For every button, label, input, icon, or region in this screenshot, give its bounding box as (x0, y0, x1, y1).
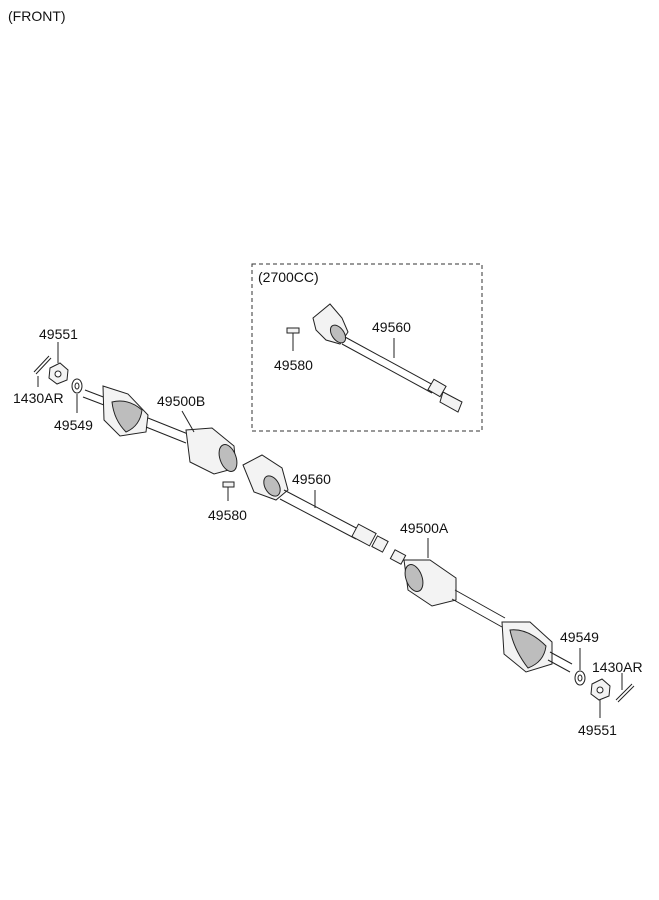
right-split-pin-1430AR[interactable] (615, 673, 635, 703)
main-bolt-49580[interactable] (222, 481, 235, 501)
right-outer-cv-joint[interactable] (501, 621, 573, 673)
callout-49500B: 49500B (157, 393, 205, 409)
left-washer-49549[interactable] (71, 378, 83, 394)
variant-box (251, 263, 483, 432)
right-inner-joint-49500A[interactable] (389, 549, 506, 628)
left-nut-49551[interactable] (48, 362, 69, 385)
right-nut-49551[interactable] (590, 678, 611, 701)
left-split-pin-1430AR[interactable] (33, 355, 52, 387)
left-outer-cv-joint[interactable] (82, 385, 189, 444)
callout-49551-right: 49551 (578, 722, 617, 738)
variant-shaft-49560[interactable] (312, 303, 463, 413)
callout-49551-left: 49551 (39, 326, 78, 342)
main-shaft-49560[interactable] (242, 454, 389, 553)
left-inner-boot-49500B[interactable] (185, 427, 240, 475)
callout-1430AR-left: 1430AR (13, 390, 64, 406)
callout-49560-main: 49560 (292, 471, 331, 487)
variant-label: (2700CC) (258, 269, 319, 285)
callout-49500A: 49500A (400, 520, 449, 536)
callout-1430AR-right: 1430AR (592, 659, 643, 675)
right-washer-49549[interactable] (574, 670, 586, 686)
variant-bolt-49580[interactable] (286, 327, 300, 351)
callout-49549-right: 49549 (560, 629, 599, 645)
header-title: (FRONT) (8, 8, 66, 24)
leader-49500B (181, 410, 195, 433)
callout-49560-variant: 49560 (372, 319, 411, 335)
callout-49580-variant: 49580 (274, 357, 313, 373)
callout-49549-left: 49549 (54, 417, 93, 433)
callout-49580-main: 49580 (208, 507, 247, 523)
